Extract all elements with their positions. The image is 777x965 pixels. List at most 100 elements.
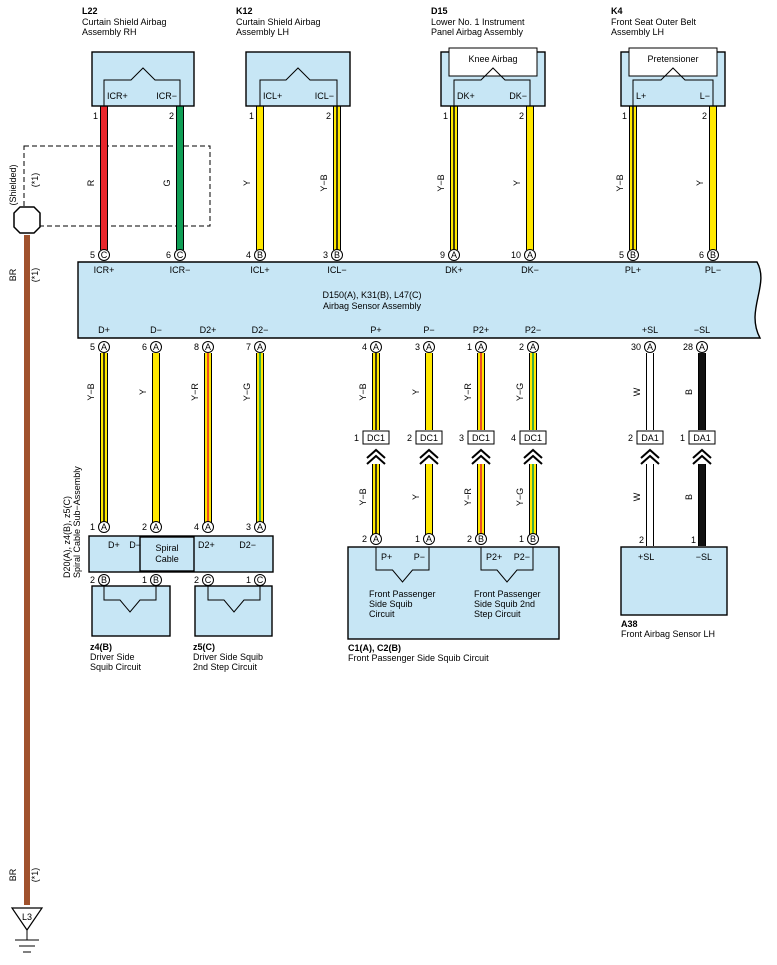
driver-wire-label: Y−G <box>242 383 252 401</box>
passenger-pin-label: P+ <box>381 552 392 562</box>
passenger-pin-label: P2− <box>514 552 530 562</box>
ecu-top-pin-label: ICR+ <box>94 265 115 275</box>
component-name-line1: Lower No. 1 Instrument <box>431 17 525 27</box>
ecu-title: D150(A), K31(B), L47(C) <box>322 290 421 300</box>
component-code-K12: K12 <box>236 6 253 16</box>
inline-connector-name: DC1 <box>420 433 438 443</box>
spiral-bottom-pin-0-letter: B <box>101 575 107 585</box>
ecu-bottom-pin-label: D2− <box>252 325 269 335</box>
ecu-bottom-pin-label: +SL <box>642 325 658 335</box>
inline-connector-name: DC1 <box>367 433 385 443</box>
squib-z5-code: z5(C) <box>193 642 215 652</box>
ecu-top-pin-label: PL+ <box>625 265 641 275</box>
ecu-bottom-pin-num: 6 <box>142 342 147 352</box>
component-inner-label: Pretensioner <box>647 54 698 64</box>
spiral-bottom-pin-num: 1 <box>246 575 251 585</box>
driver-wire-label: Y <box>138 389 148 395</box>
connector-chevron <box>419 454 439 465</box>
component-pin-label: ICL− <box>315 91 334 101</box>
inline-connector-num: 2 <box>407 433 412 443</box>
ecu-bottom-pin-0 <box>98 341 110 353</box>
spiral-title: D20(A), z4(B), z5(C) <box>62 496 72 578</box>
spiral-bottom-pin-num: 2 <box>194 575 199 585</box>
spiral-bottom-pin-num: 2 <box>90 575 95 585</box>
ecu-top-pin-1 <box>174 249 186 261</box>
component-pin-label: L− <box>700 91 710 101</box>
spiral-pin-label: D+ <box>108 540 120 550</box>
top-wire-label: G <box>162 179 172 186</box>
spiral-top-pin-num: 2 <box>142 522 147 532</box>
ecu-bottom-pin-8-letter: A <box>647 342 653 352</box>
lower-wire-label: W <box>632 492 642 501</box>
upper-wire-label: W <box>632 387 642 396</box>
spiral-top-pin-2-letter: A <box>205 522 211 532</box>
spiral-top-pin-0 <box>98 521 110 533</box>
inline-connector-name: DC1 <box>524 433 542 443</box>
driver-wire-label: Y−R <box>190 383 200 401</box>
connector-chevron <box>419 448 439 459</box>
inline-connector-num: 1 <box>354 433 359 443</box>
lower-wire-label: Y <box>411 494 421 500</box>
ecu-bottom-pin-num: 1 <box>467 342 472 352</box>
spiral-center-label: Spiral <box>155 543 178 553</box>
ecu-top-pin-num: 5 <box>90 250 95 260</box>
spiral-pin-label: D− <box>129 540 141 550</box>
squib-symbol <box>632 67 714 106</box>
passenger-pin-3-letter: B <box>530 534 536 544</box>
passenger-inner1-line: Circuit <box>369 609 395 619</box>
ecu-top-pin-label: ICL+ <box>250 265 269 275</box>
ecu-bottom-pin-6 <box>475 341 487 353</box>
br-wire-note-bottom: (*1) <box>30 868 40 883</box>
ecu-bottom-pin-3-letter: A <box>257 342 263 352</box>
top-wire-label: Y <box>695 180 705 186</box>
passenger-pin-num: 1 <box>519 534 524 544</box>
passenger-code: C1(A), C2(B) <box>348 643 401 653</box>
ecu-top-pin-num: 10 <box>511 250 521 260</box>
squib-z4-name-line1: Driver Side <box>90 652 135 662</box>
component-pin-num: 1 <box>622 111 627 121</box>
component-box <box>91 51 195 107</box>
spiral-center-label: Cable <box>155 554 179 564</box>
ecu-top-pin-2-letter: B <box>257 250 263 260</box>
top-wire-label: Y−B <box>436 174 446 191</box>
component-name-line1: Front Seat Outer Belt <box>611 17 697 27</box>
ecu-top-pin-0-letter: C <box>101 250 108 260</box>
ecu-bottom-pin-num: 3 <box>415 342 420 352</box>
lower-wire-label: B <box>684 494 694 500</box>
passenger-squib-symbol <box>375 547 430 583</box>
ecu-bottom-pin-num: 4 <box>362 342 367 352</box>
spiral-center-box <box>139 536 195 572</box>
lower-wire-label: Y−B <box>358 488 368 505</box>
ecu-bottom-pin-1 <box>150 341 162 353</box>
component-pin-num: 1 <box>93 111 98 121</box>
ecu-top-pin-1-letter: C <box>177 250 184 260</box>
ecu-bottom-pin-num: 7 <box>246 342 251 352</box>
spiral-top-pin-3-letter: A <box>257 522 263 532</box>
br-wire-note-top: (*1) <box>30 268 40 283</box>
passenger-pin-num: 2 <box>362 534 367 544</box>
squib-z4-symbol <box>103 586 157 613</box>
ecu-top-pin-num: 4 <box>246 250 251 260</box>
top-wire-label: Y−B <box>319 174 329 191</box>
ecu-bottom-pin-label: P2+ <box>473 325 489 335</box>
inline-connector-name: DA1 <box>641 433 659 443</box>
ecu-bottom-pin-label: D− <box>150 325 162 335</box>
spiral-bottom-pin-2-letter: C <box>205 575 212 585</box>
ecu-bottom-pin-label: P− <box>423 325 434 335</box>
component-inner-box <box>628 47 718 77</box>
component-inner-label: Knee Airbag <box>468 54 517 64</box>
spiral-top-pin-num: 4 <box>194 522 199 532</box>
ecu-bottom-pin-num: 28 <box>683 342 693 352</box>
inline-connector <box>519 430 547 445</box>
passenger-inner2-line: Front Passenger <box>474 589 541 599</box>
top-wire-label: Y−B <box>615 174 625 191</box>
passenger-inner1-line: Side Squib <box>369 599 413 609</box>
upper-wire-label: Y <box>411 389 421 395</box>
component-name-line2: Assembly LH <box>236 27 289 37</box>
component-code-L22: L22 <box>82 6 98 16</box>
shield-box <box>23 145 211 227</box>
ecu-top-pin-7 <box>707 249 719 261</box>
ecu-bottom-pin-label: D2+ <box>200 325 217 335</box>
